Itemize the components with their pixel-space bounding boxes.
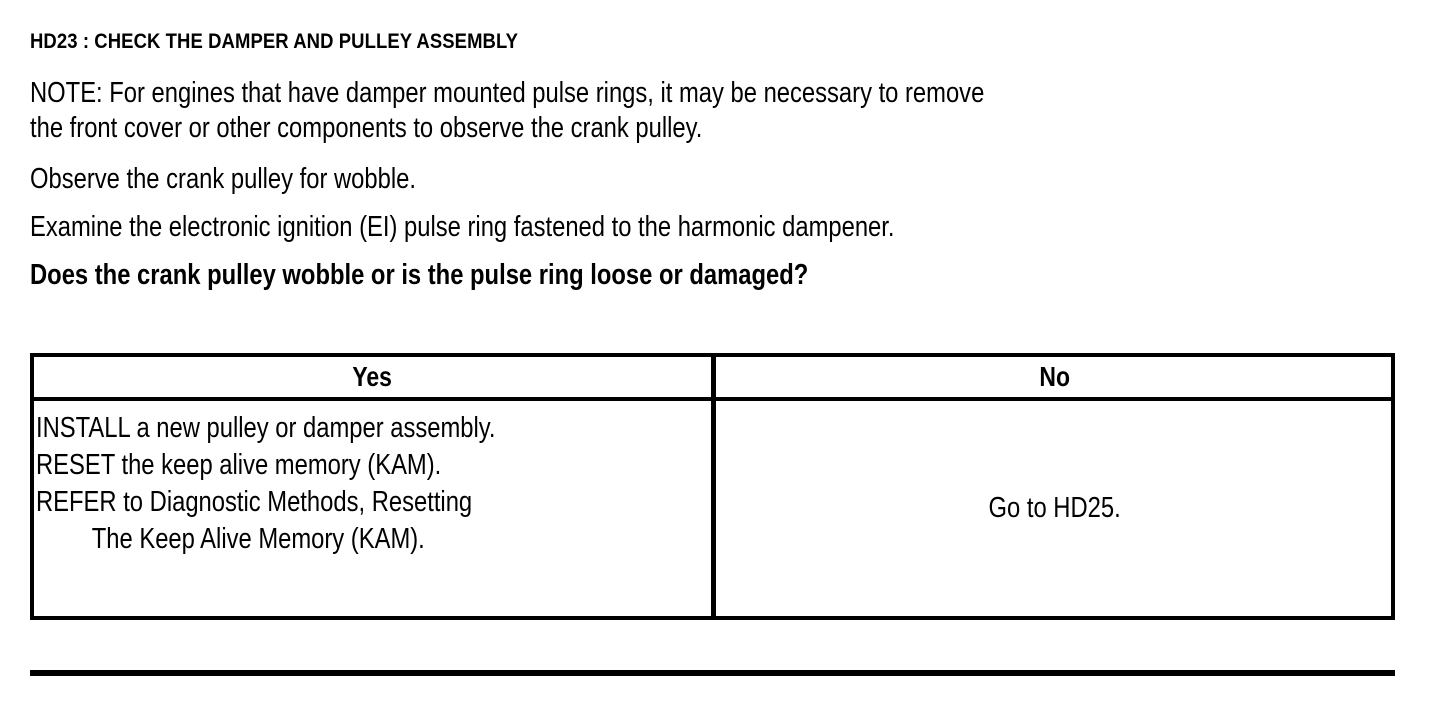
observe-instruction: Observe the crank pulley for wobble.: [30, 163, 416, 195]
yes-action-line: REFER to Diagnostic Methods, Resetting: [36, 486, 473, 518]
yes-action-line: INSTALL a new pulley or damper assembly.: [36, 412, 496, 444]
yes-action-line: RESET the keep alive memory (KAM).: [36, 449, 442, 481]
column-divider: [711, 357, 716, 616]
examine-instruction: Examine the electronic ignition (EI) pul…: [30, 211, 895, 243]
no-action-line: Go to HD25.: [988, 492, 1122, 524]
page-title: HD23 : CHECK THE DAMPER AND PULLEY ASSEM…: [30, 30, 519, 53]
table-cell-yes: INSTALL a new pulley or damper assembly.…: [34, 401, 711, 616]
decision-question: Does the crank pulley wobble or is the p…: [30, 259, 809, 291]
table-cell-no: Go to HD25.: [716, 401, 1394, 616]
table-header-no: No: [716, 357, 1394, 397]
table-header-yes: Yes: [34, 357, 711, 397]
table-header-no-label: No: [1039, 361, 1071, 392]
decision-table: Yes No INSTALL a new pulley or damper as…: [30, 353, 1395, 620]
table-header-yes-label: Yes: [352, 361, 393, 392]
yes-action-line: The Keep Alive Memory (KAM).: [91, 523, 425, 555]
note-paragraph: NOTE: For engines that have damper mount…: [30, 77, 985, 144]
footer-rule: [30, 670, 1395, 676]
